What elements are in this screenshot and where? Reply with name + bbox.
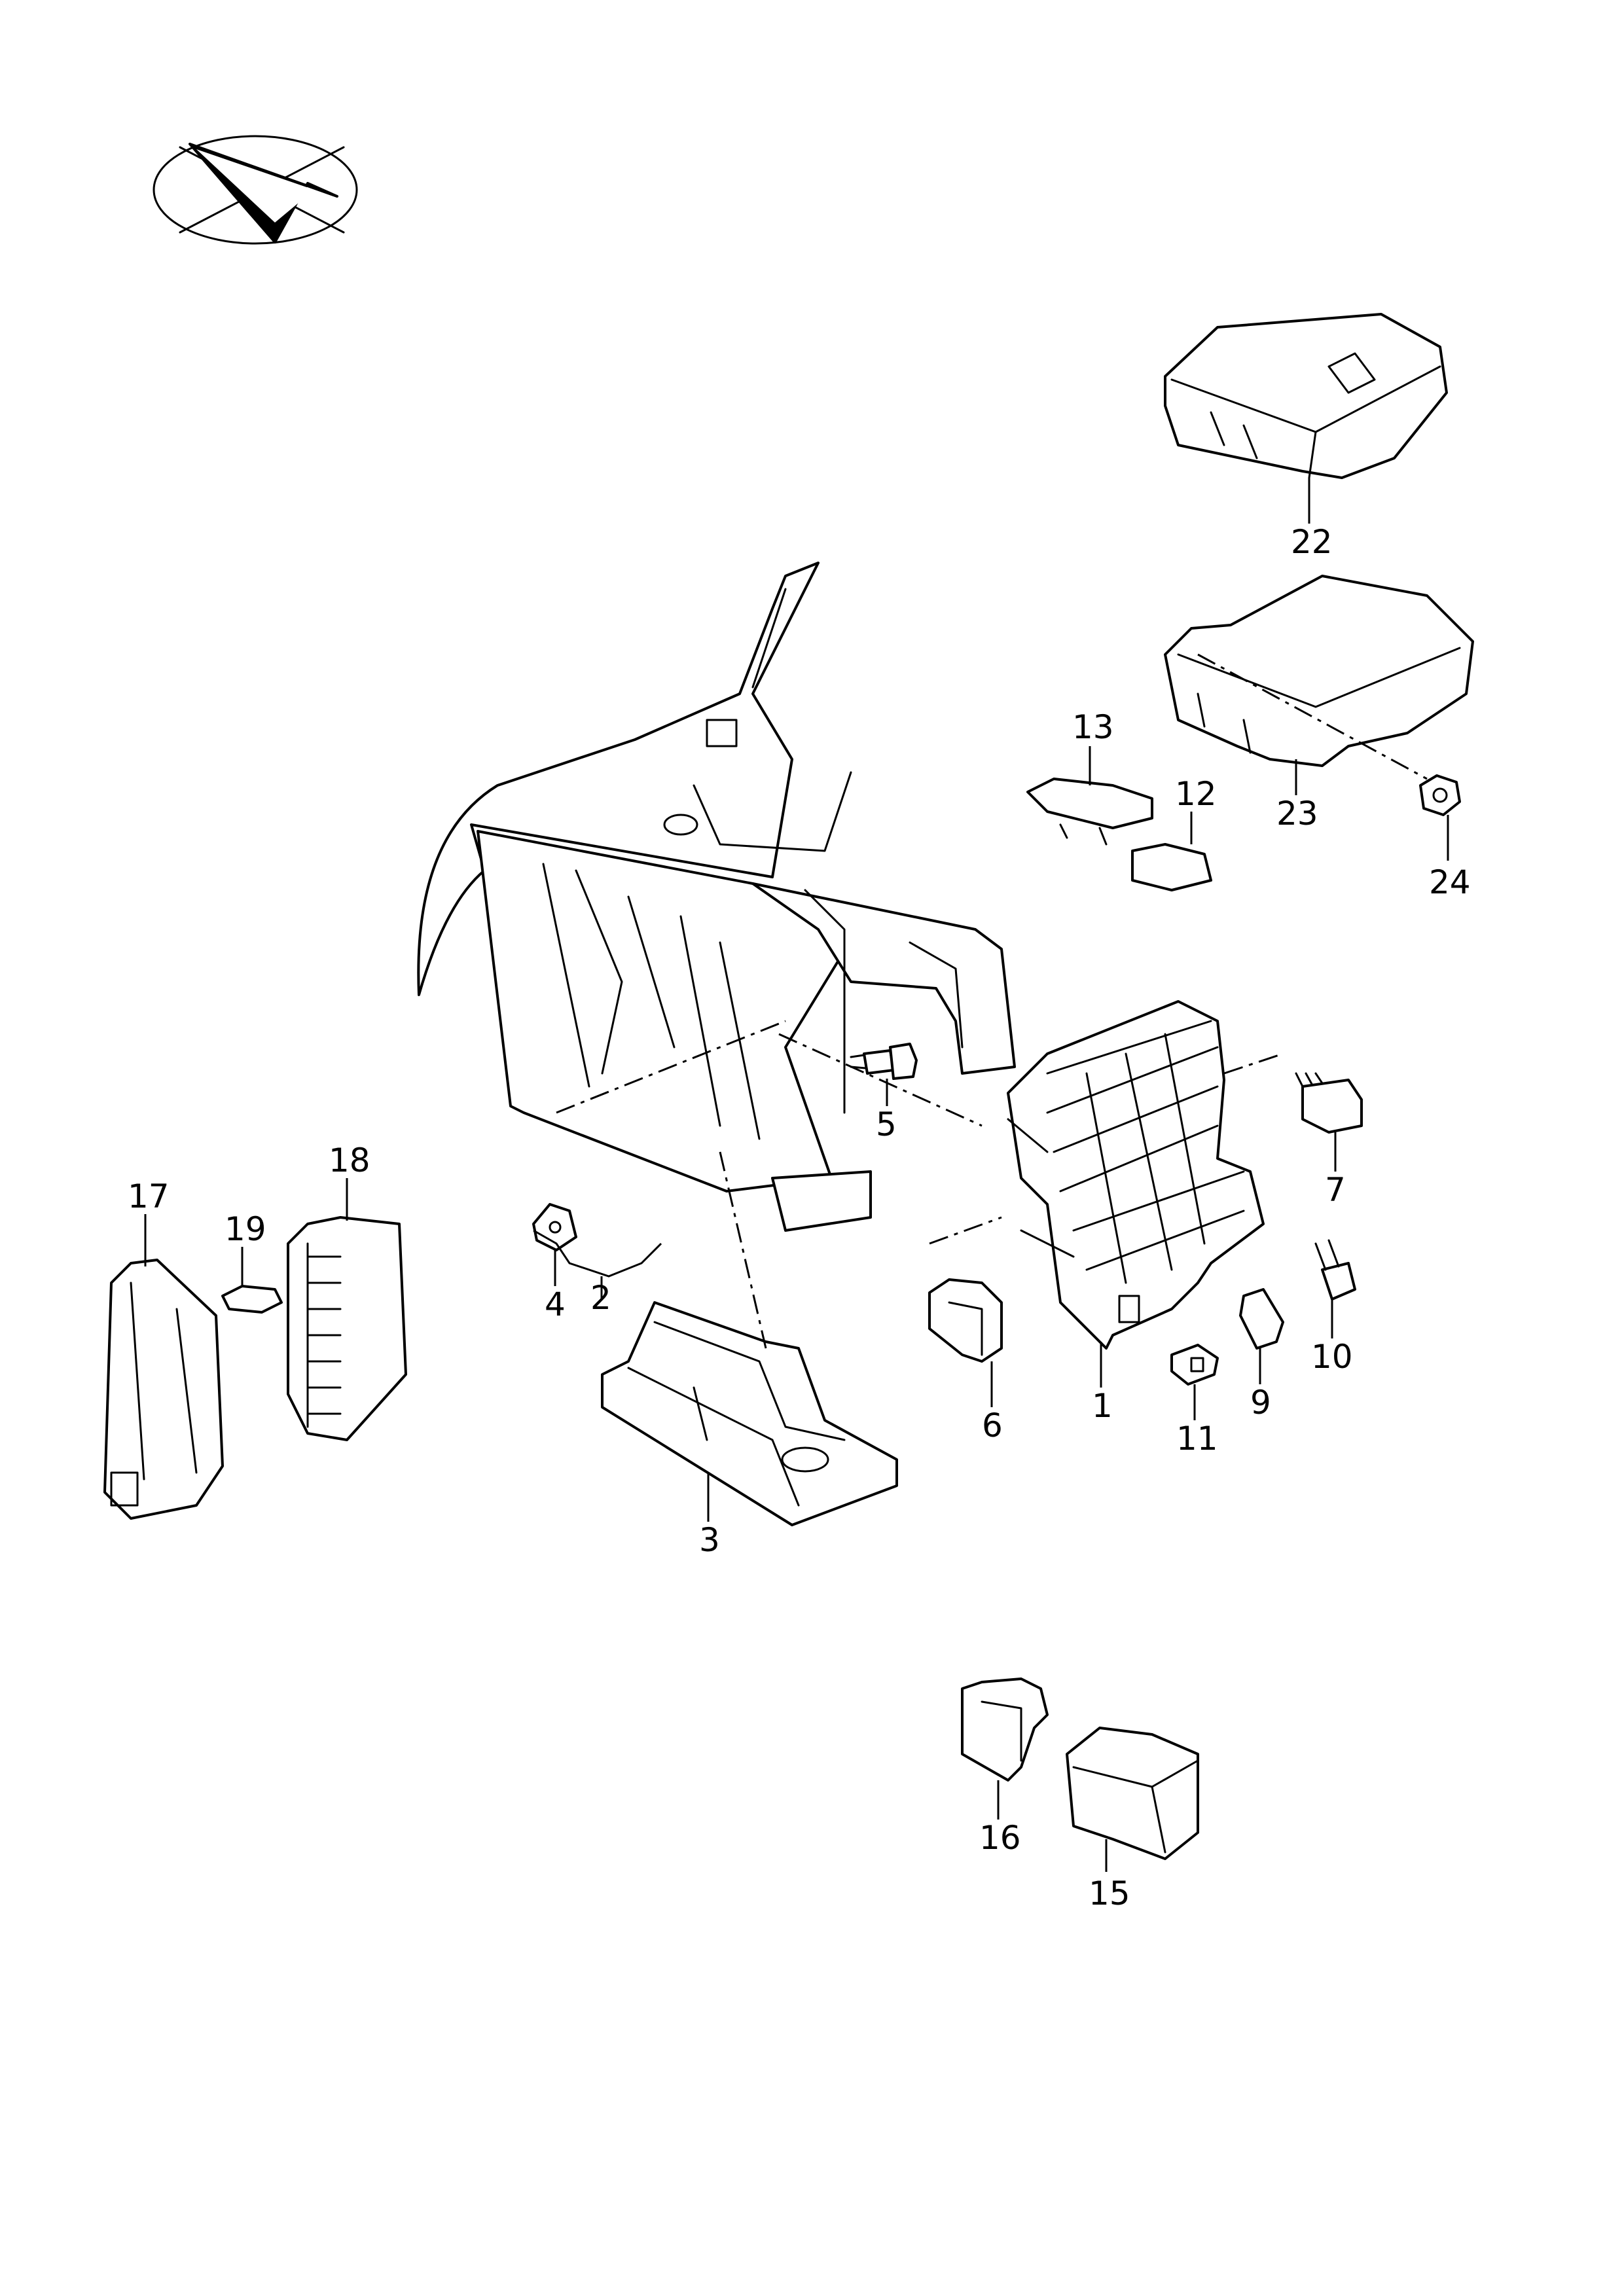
fuse-9 bbox=[1239, 1288, 1284, 1350]
clip bbox=[532, 1203, 577, 1251]
callout-7: 7 bbox=[1325, 1171, 1346, 1209]
callout-10: 10 bbox=[1311, 1338, 1353, 1376]
fuse-carrier-18 bbox=[287, 1216, 407, 1441]
direction-arrow-icon bbox=[153, 135, 358, 245]
callout-16: 16 bbox=[979, 1819, 1021, 1857]
screw bbox=[850, 1043, 918, 1080]
callout-17: 17 bbox=[128, 1177, 170, 1215]
callout-3: 3 bbox=[699, 1521, 720, 1559]
callout-12: 12 bbox=[1175, 775, 1217, 813]
fuse-11 bbox=[1170, 1344, 1219, 1386]
callout-22: 22 bbox=[1291, 523, 1333, 561]
control-unit-22 bbox=[1164, 313, 1448, 479]
callout-23: 23 bbox=[1276, 795, 1318, 833]
assembly-lines bbox=[556, 653, 1428, 1349]
callout-19: 19 bbox=[225, 1210, 266, 1248]
callout-5: 5 bbox=[876, 1105, 897, 1143]
group-brace bbox=[533, 1229, 662, 1278]
callout-2: 2 bbox=[590, 1279, 611, 1317]
callout-1: 1 bbox=[1092, 1387, 1113, 1425]
callout-4: 4 bbox=[545, 1285, 566, 1323]
mounting-base bbox=[601, 1301, 898, 1526]
bracket-23 bbox=[1164, 575, 1474, 767]
callout-15: 15 bbox=[1089, 1874, 1130, 1912]
leader-lines bbox=[144, 478, 1449, 1872]
fuse-10 bbox=[1314, 1239, 1356, 1300]
callout-13: 13 bbox=[1072, 708, 1114, 746]
callout-labels: 1 2 3 4 5 6 7 9 10 11 12 13 15 16 17 18 … bbox=[128, 523, 1471, 1912]
callout-9: 9 bbox=[1250, 1384, 1271, 1422]
relay-12 bbox=[1131, 843, 1212, 891]
housing-17 bbox=[103, 1259, 224, 1520]
relay-7 bbox=[1295, 1072, 1363, 1134]
connector-13 bbox=[1026, 778, 1153, 846]
relay-holder-16 bbox=[961, 1677, 1049, 1782]
fuse-holder-bracket bbox=[417, 562, 1016, 1232]
callout-24: 24 bbox=[1429, 863, 1471, 901]
connector-6 bbox=[928, 1278, 1003, 1363]
callout-18: 18 bbox=[329, 1141, 370, 1179]
callout-11: 11 bbox=[1176, 1420, 1218, 1458]
callout-6: 6 bbox=[982, 1407, 1003, 1444]
fuse-box bbox=[1007, 1000, 1265, 1350]
relay-15 bbox=[1066, 1727, 1199, 1860]
fuse-19 bbox=[221, 1285, 283, 1314]
nut-24 bbox=[1419, 774, 1461, 816]
